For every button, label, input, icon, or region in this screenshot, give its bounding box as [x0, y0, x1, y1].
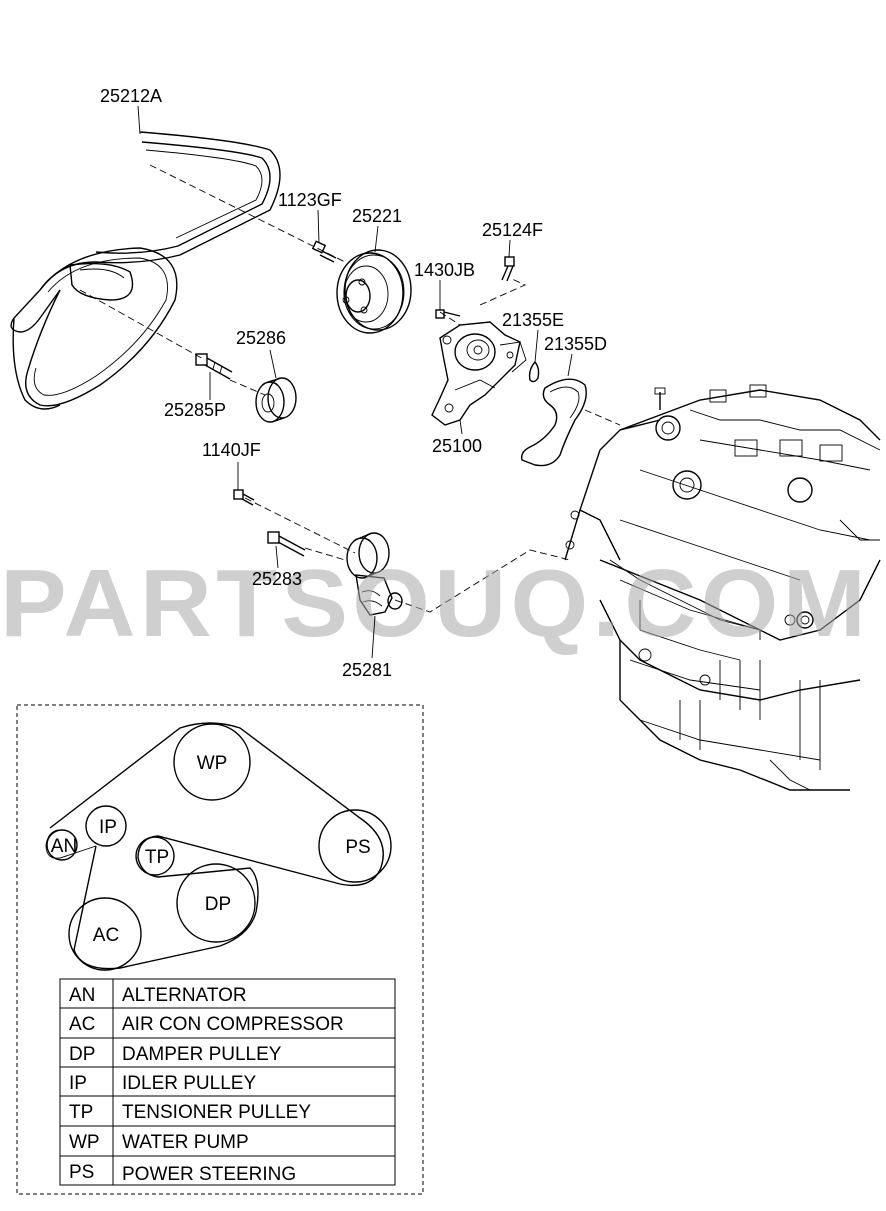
- legend-row: DP DAMPER PULLEY: [69, 1044, 282, 1065]
- label-idler[interactable]: 25286: [236, 328, 286, 348]
- pulley-label-dp: DP: [205, 894, 231, 915]
- legend-row: AN ALTERNATOR: [69, 985, 247, 1006]
- tensioner-assembly[interactable]: [346, 532, 403, 616]
- legend-name: POWER STEERING: [122, 1164, 296, 1185]
- pulley-tp: [135, 836, 175, 876]
- legend-table: AN ALTERNATOR AC AIR CON COMPRESSOR DP D…: [59, 978, 396, 1186]
- bolt-25285p[interactable]: [195, 353, 233, 380]
- idler-pulley[interactable]: [255, 377, 297, 423]
- pulley-label-ps: PS: [345, 837, 370, 858]
- pulley-label-tp: TP: [145, 847, 169, 868]
- label-bolt-pump-top[interactable]: 25124F: [482, 220, 543, 240]
- watermark: PARTSOUQ.COM: [0, 550, 870, 657]
- pulley-label-ip: IP: [99, 817, 117, 838]
- pulley-wp: [173, 723, 251, 801]
- legend-row: IP IDLER PULLEY: [69, 1073, 256, 1094]
- legend-code: IP: [69, 1073, 87, 1094]
- legend-code: PS: [69, 1162, 94, 1183]
- legend-code: DP: [69, 1044, 95, 1065]
- legend-row: TP TENSIONER PULLEY: [69, 1102, 311, 1123]
- label-water-pump[interactable]: 25100: [432, 436, 482, 456]
- gasket-21355e[interactable]: [528, 360, 540, 383]
- water-pump[interactable]: [431, 321, 527, 426]
- belt-routing-diagram: WP IP AN TP PS DP AC: [45, 722, 392, 971]
- pulley-label-ac: AC: [93, 925, 119, 946]
- bolt-1123gf[interactable]: [311, 240, 337, 263]
- label-tensioner[interactable]: 25281: [342, 660, 392, 680]
- label-idler-bolt[interactable]: 25285P: [164, 400, 226, 420]
- legend-name: IDLER PULLEY: [122, 1073, 256, 1094]
- bolt-25283[interactable]: [267, 531, 306, 557]
- gasket-21355d[interactable]: [520, 378, 587, 467]
- legend-row: WP WATER PUMP: [69, 1132, 249, 1153]
- legend-name: ALTERNATOR: [122, 985, 247, 1006]
- bolt-1140jf[interactable]: [233, 489, 255, 506]
- part-labels: 25212A 1123GF 25221 25124F 1430JB 21355E…: [100, 86, 607, 680]
- legend-name: AIR CON COMPRESSOR: [122, 1014, 344, 1035]
- bolt-25124f[interactable]: [501, 256, 515, 282]
- engine-block: [564, 384, 881, 791]
- label-tensioner-bolt-a[interactable]: 1140JF: [202, 440, 261, 460]
- drive-belt[interactable]: [10, 131, 281, 410]
- legend-row: PS POWER STEERING: [69, 1162, 296, 1185]
- pulley-ip: [85, 805, 127, 847]
- pulley-dp: [176, 863, 256, 943]
- pulley-label-an: AN: [51, 836, 77, 857]
- pulley-an: [46, 829, 78, 861]
- pulley-label-wp: WP: [197, 753, 228, 774]
- leader-lines: [79, 164, 621, 613]
- legend-code: TP: [69, 1102, 93, 1123]
- label-tensioner-bolt-b[interactable]: 25283: [252, 569, 302, 589]
- pin-1430jb[interactable]: [435, 309, 461, 319]
- label-bolt-pump[interactable]: 1430JB: [414, 260, 475, 280]
- belt-routing-panel: [16, 704, 424, 1195]
- label-bolt-pulley[interactable]: 1123GF: [278, 190, 342, 210]
- legend-name: DAMPER PULLEY: [122, 1044, 282, 1065]
- legend-code: WP: [69, 1132, 100, 1153]
- legend-code: AC: [69, 1014, 95, 1035]
- label-wp-pulley[interactable]: 25221: [352, 206, 402, 226]
- legend-code: AN: [69, 985, 95, 1006]
- legend-name: WATER PUMP: [122, 1132, 249, 1153]
- pulley-ps: [318, 809, 392, 883]
- water-pump-pulley[interactable]: [336, 249, 412, 334]
- label-gasket-d[interactable]: 21355D: [544, 334, 607, 354]
- label-belt[interactable]: 25212A: [100, 86, 162, 106]
- label-gasket-e[interactable]: 21355E: [502, 310, 564, 330]
- legend-name: TENSIONER PULLEY: [122, 1102, 311, 1123]
- pulley-ac: [68, 897, 142, 971]
- legend-row: AC AIR CON COMPRESSOR: [69, 1014, 344, 1035]
